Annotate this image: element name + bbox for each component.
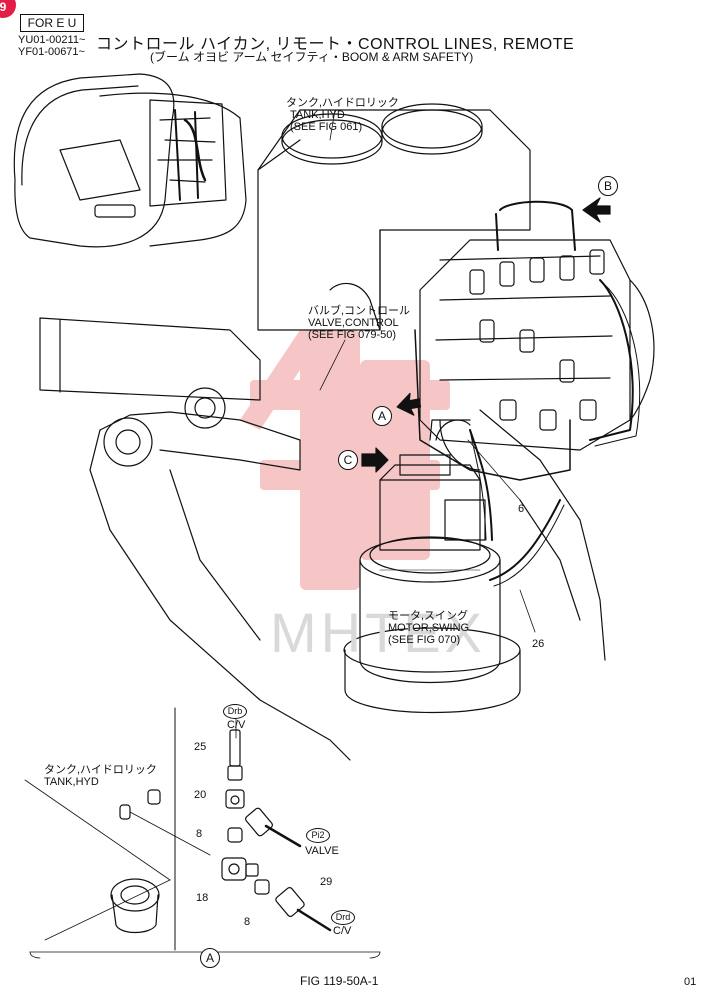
page-subtitle: (ブーム オヨビ アーム セイフティ・BOOM & ARM SAFETY) <box>150 50 474 64</box>
label-valve-en: VALVE,CONTROL <box>308 317 399 329</box>
label-cv2: C/V <box>333 925 352 937</box>
corner-badge: 9 <box>0 0 16 18</box>
serial-range-2: YF01-00671~ <box>18 46 85 58</box>
callout-a: A <box>372 406 392 426</box>
hose-6 <box>469 429 493 541</box>
part-8b <box>254 879 270 895</box>
label-detail-tank-en: TANK,HYD <box>44 776 99 788</box>
control-valve-block <box>414 200 655 481</box>
part-8a <box>227 827 243 843</box>
label-valve-jp: バルブ,コントロール <box>308 305 411 317</box>
label-detail-tank-jp: タンク,ハイドロリック <box>44 764 157 776</box>
part-18 <box>221 857 247 881</box>
hydraulic-tank <box>257 103 531 331</box>
label-tank-jp: タンク,ハイドロリック <box>286 97 399 109</box>
part-number-20: 20 <box>194 789 207 801</box>
part-number-29: 29 <box>320 876 333 888</box>
tag-drd: Drd <box>331 910 355 925</box>
part-25 <box>229 729 241 767</box>
callout-c: C <box>338 450 358 470</box>
page-number: 01 <box>684 976 697 988</box>
tag-drb: Drb <box>223 704 247 719</box>
figure-number: FIG 119-50A-1 <box>300 974 379 988</box>
serial-range-1: YU01-00211~ <box>18 34 86 46</box>
part-number-25: 25 <box>194 741 207 753</box>
machine-overview-inset <box>13 73 247 248</box>
label-valve: VALVE <box>305 845 339 857</box>
arrow-c <box>361 447 389 473</box>
label-valve-ref: (SEE FIG 079-50) <box>308 329 397 341</box>
boom-frame <box>39 282 606 761</box>
page-title: コントロール ハイカン, リモート・CONTROL LINES, REMOTE <box>96 36 575 53</box>
part-number-18: 18 <box>196 892 209 904</box>
part-number-8b: 8 <box>244 916 251 928</box>
watermark-logo <box>240 330 450 590</box>
label-motor-jp: モータ,スイング <box>388 610 469 622</box>
label-motor-ref: (SEE FIG 070) <box>388 634 461 646</box>
part-number-6: 6 <box>518 503 525 515</box>
label-tank-ref: (SEE FIG 061) <box>290 121 363 133</box>
part-number-8a: 8 <box>196 828 203 840</box>
callout-b: B <box>598 176 618 196</box>
label-cv: C/V <box>227 719 246 731</box>
arrow-b <box>582 197 611 223</box>
tag-pi2: Pi2 <box>306 828 330 843</box>
part-number-26: 26 <box>532 638 545 650</box>
hose-26 <box>489 499 561 581</box>
watermark: MHTEX <box>270 601 486 664</box>
region-label: FOR E U <box>20 14 84 32</box>
label-tank-en: TANK,HYD <box>290 109 345 121</box>
part-20 <box>225 789 245 809</box>
arrow-a <box>396 392 422 416</box>
callout-detail-a: A <box>200 948 220 968</box>
label-motor-en: MOTOR,SWING <box>388 622 470 634</box>
